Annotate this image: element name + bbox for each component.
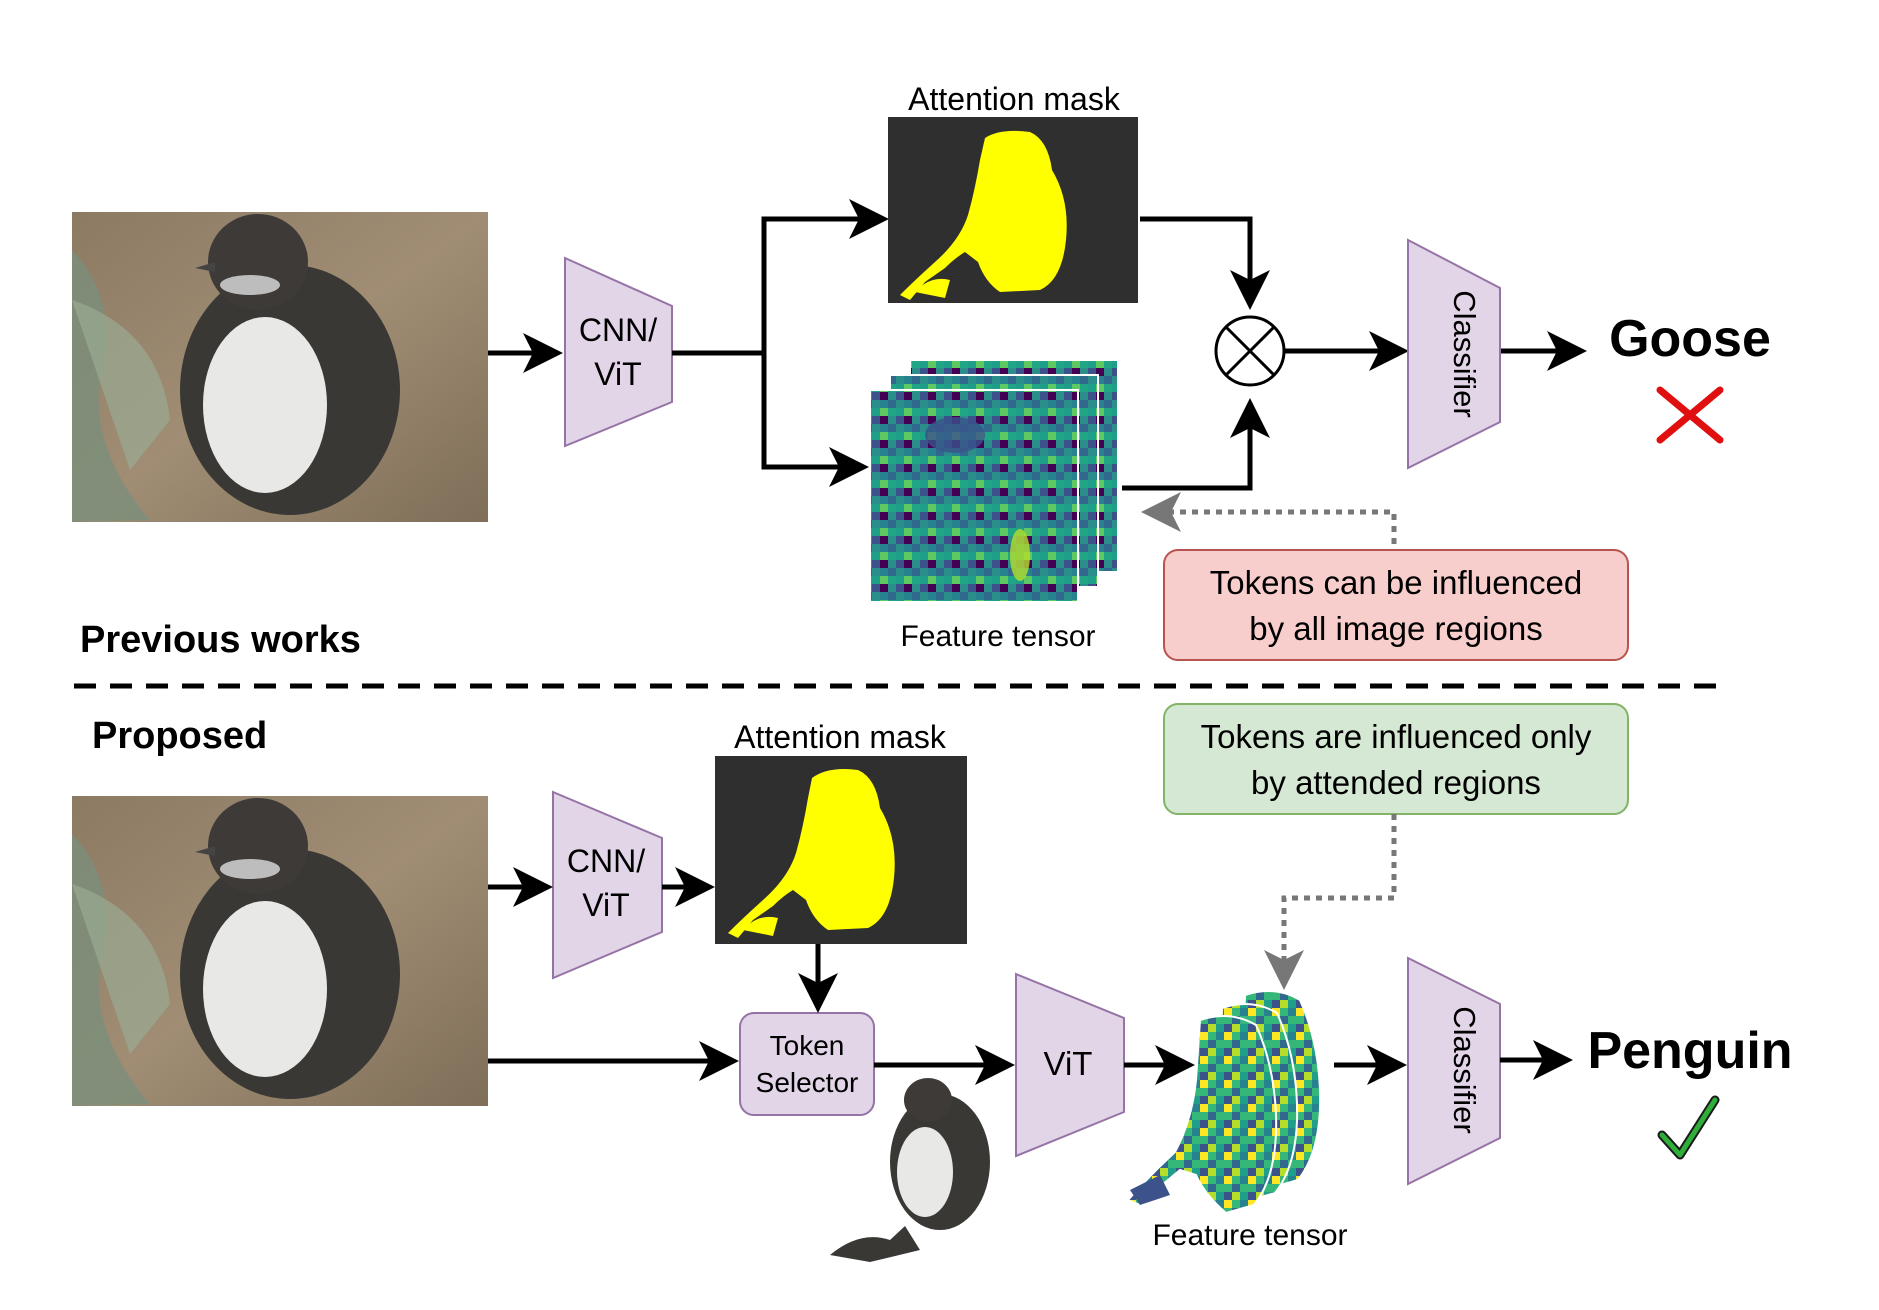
note-proposed-line2: by attended regions: [1251, 764, 1541, 801]
note-previous-line1: Tokens can be influenced: [1210, 564, 1582, 601]
attention-mask-label-proposed: Attention mask: [734, 719, 947, 755]
input-photo-previous: [72, 212, 488, 522]
note-proposed-line1: Tokens are influenced only: [1201, 718, 1592, 755]
classifier-module-previous: Classifier: [1407, 238, 1501, 470]
attention-mask-label-previous: Attention mask: [908, 81, 1121, 117]
note-previous: Tokens can be influenced by all image re…: [1163, 549, 1629, 661]
note-proposed: Tokens are influenced only by attended r…: [1163, 703, 1629, 815]
backbone-module-proposed: CNN/ ViT: [552, 790, 663, 980]
feature-tensor-label-previous: Feature tensor: [900, 620, 1095, 653]
prediction-goose: Goose: [1609, 310, 1771, 368]
token-selector-line1: Token: [770, 1030, 845, 1061]
note-previous-line2: by all image regions: [1249, 610, 1543, 647]
section-title-previous: Previous works: [80, 619, 361, 661]
feature-tensor-previous: [869, 359, 1119, 603]
multiply-node: [1214, 315, 1286, 387]
backbone-module-previous: CNN/ ViT: [564, 256, 673, 448]
section-title-proposed: Proposed: [92, 715, 267, 757]
cross-icon: [1656, 386, 1724, 444]
classifier-label-previous: Classifier: [1447, 290, 1482, 417]
attention-mask-previous: [888, 117, 1138, 303]
classifier-module-proposed: Classifier: [1407, 956, 1501, 1186]
backbone-label-proposed-line1: CNN/: [567, 843, 645, 879]
arrows-previous: [488, 199, 1587, 491]
backbone-label-line1: CNN/: [579, 312, 657, 348]
arrows-proposed: [488, 867, 1573, 1085]
dotted-arrow-proposed: [1264, 814, 1397, 990]
attention-mask-proposed: [715, 756, 967, 944]
masked-penguin-crop: [830, 1078, 990, 1262]
prediction-penguin: Penguin: [1587, 1022, 1792, 1080]
feature-tensor-proposed: [1126, 990, 1322, 1215]
vit-module-proposed: ViT: [1015, 972, 1125, 1158]
feature-tensor-label-proposed: Feature tensor: [1152, 1219, 1347, 1252]
token-selector-module: Token Selector: [739, 1012, 875, 1116]
dotted-arrow-previous: [1141, 492, 1397, 556]
input-photo-proposed: [72, 796, 488, 1106]
backbone-label-line2: ViT: [594, 356, 641, 392]
vit-label: ViT: [1044, 1045, 1093, 1082]
backbone-label-proposed-line2: ViT: [582, 887, 629, 923]
classifier-label-proposed: Classifier: [1447, 1006, 1482, 1133]
token-selector-line2: Selector: [756, 1067, 859, 1098]
